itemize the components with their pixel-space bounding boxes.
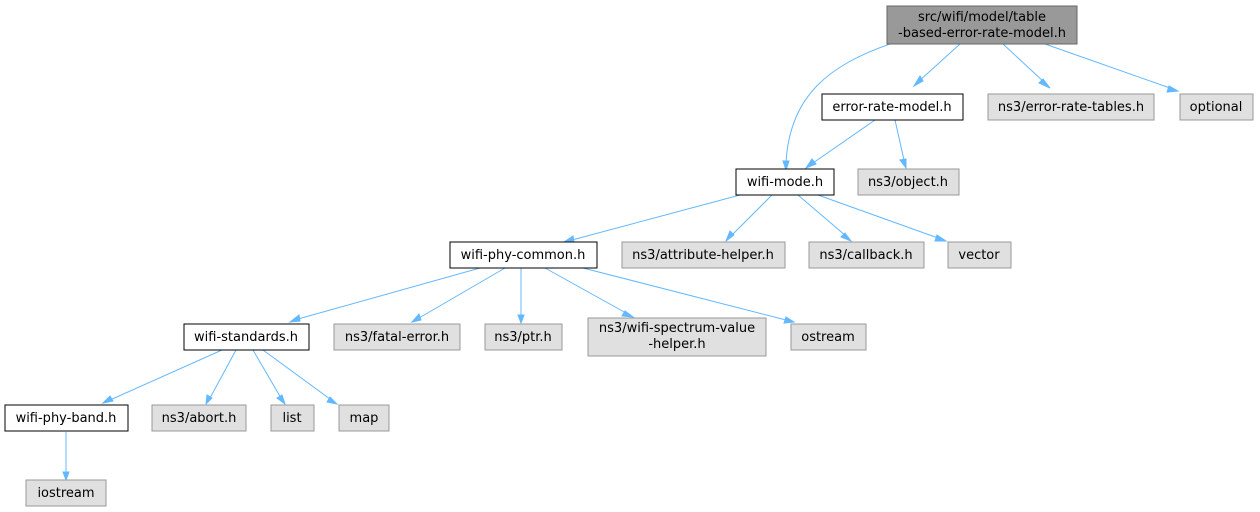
node-list: list	[270, 404, 315, 432]
node-wifi-mode-label: wifi-mode.h	[747, 175, 823, 190]
edge-root-to-error-rate-tables	[1002, 43, 1051, 89]
node-ptr-label: ns3/ptr.h	[494, 330, 552, 345]
node-map: map	[338, 404, 390, 432]
edge-wifi-mode-to-callback	[797, 194, 853, 243]
edges	[62, 43, 1180, 482]
node-attribute-helper-label: ns3/attribute-helper.h	[632, 248, 774, 263]
node-fatal-error: ns3/fatal-error.h	[333, 323, 461, 351]
edge-wifi-phy-common-to-ostream	[582, 267, 796, 324]
node-error-rate-model[interactable]: error-rate-model.h	[821, 93, 964, 121]
node-spectrum-value-helper: ns3/wifi-spectrum-value -helper.h	[587, 317, 767, 357]
node-wifi-mode[interactable]: wifi-mode.h	[735, 168, 835, 196]
nodes: src/wifi/model/table -based-error-rate-m…	[4, 5, 1254, 507]
node-wifi-phy-band-label: wifi-phy-band.h	[16, 411, 117, 426]
node-fatal-error-label: ns3/fatal-error.h	[345, 330, 449, 345]
edge-wifi-standards-to-wifi-phy-band	[101, 349, 223, 404]
node-wifi-standards[interactable]: wifi-standards.h	[183, 323, 310, 351]
edge-wifi-phy-band-to-iostream	[62, 432, 70, 482]
edge-wifi-phy-common-to-fatal-error	[410, 267, 506, 323]
node-ostream-label: ostream	[801, 330, 855, 345]
node-abort-label: ns3/abort.h	[162, 411, 237, 426]
edge-wifi-standards-to-abort	[205, 349, 237, 406]
node-wifi-phy-common-label: wifi-phy-common.h	[461, 248, 586, 263]
node-callback: ns3/callback.h	[808, 241, 925, 269]
edge-wifi-mode-to-attribute-helper	[724, 194, 773, 243]
edge-root-to-optional	[1044, 43, 1180, 93]
node-object: ns3/object.h	[857, 168, 960, 196]
node-vector-label: vector	[958, 248, 1000, 263]
node-root-label-line2: -based-error-rate-model.h	[898, 26, 1066, 41]
node-list-label: list	[282, 411, 301, 426]
node-spectrum-value-helper-label-line1: ns3/wifi-spectrum-value	[599, 321, 755, 336]
node-attribute-helper: ns3/attribute-helper.h	[621, 241, 786, 269]
node-iostream-label: iostream	[37, 486, 94, 501]
node-callback-label: ns3/callback.h	[819, 248, 912, 263]
node-spectrum-value-helper-label-line2: -helper.h	[648, 337, 705, 352]
node-wifi-phy-common[interactable]: wifi-phy-common.h	[449, 241, 598, 269]
edge-wifi-phy-common-to-spectrum-value-helper	[544, 267, 635, 318]
node-error-rate-tables-label: ns3/error-rate-tables.h	[998, 100, 1144, 115]
node-error-rate-model-label: error-rate-model.h	[832, 100, 951, 115]
edge-root-to-wifi-mode	[782, 43, 891, 172]
node-map-label: map	[350, 411, 379, 426]
node-error-rate-tables: ns3/error-rate-tables.h	[987, 93, 1155, 121]
node-vector: vector	[947, 241, 1012, 269]
edge-error-rate-model-to-wifi-mode	[804, 119, 876, 170]
node-optional-label: optional	[1190, 100, 1243, 115]
node-wifi-standards-label: wifi-standards.h	[194, 330, 298, 345]
node-abort: ns3/abort.h	[151, 404, 247, 432]
edge-wifi-standards-to-list	[252, 349, 286, 406]
node-ostream: ostream	[790, 323, 867, 351]
node-object-label: ns3/object.h	[868, 175, 948, 190]
edge-wifi-standards-to-map	[262, 349, 339, 405]
edge-wifi-mode-to-wifi-phy-common	[562, 194, 741, 243]
node-root-header[interactable]: src/wifi/model/table -based-error-rate-m…	[886, 5, 1078, 45]
node-root-label-line1: src/wifi/model/table	[918, 10, 1046, 25]
node-ptr: ns3/ptr.h	[484, 323, 563, 351]
node-optional: optional	[1179, 93, 1254, 121]
edge-root-to-error-rate-model	[912, 43, 961, 88]
edge-error-rate-model-to-object	[894, 119, 907, 170]
edge-wifi-phy-common-to-wifi-standards	[288, 267, 481, 323]
edge-wifi-phy-common-to-ptr	[517, 268, 525, 325]
node-wifi-phy-band[interactable]: wifi-phy-band.h	[4, 404, 129, 432]
node-iostream: iostream	[25, 479, 107, 507]
edge-wifi-mode-to-vector	[817, 194, 948, 242]
